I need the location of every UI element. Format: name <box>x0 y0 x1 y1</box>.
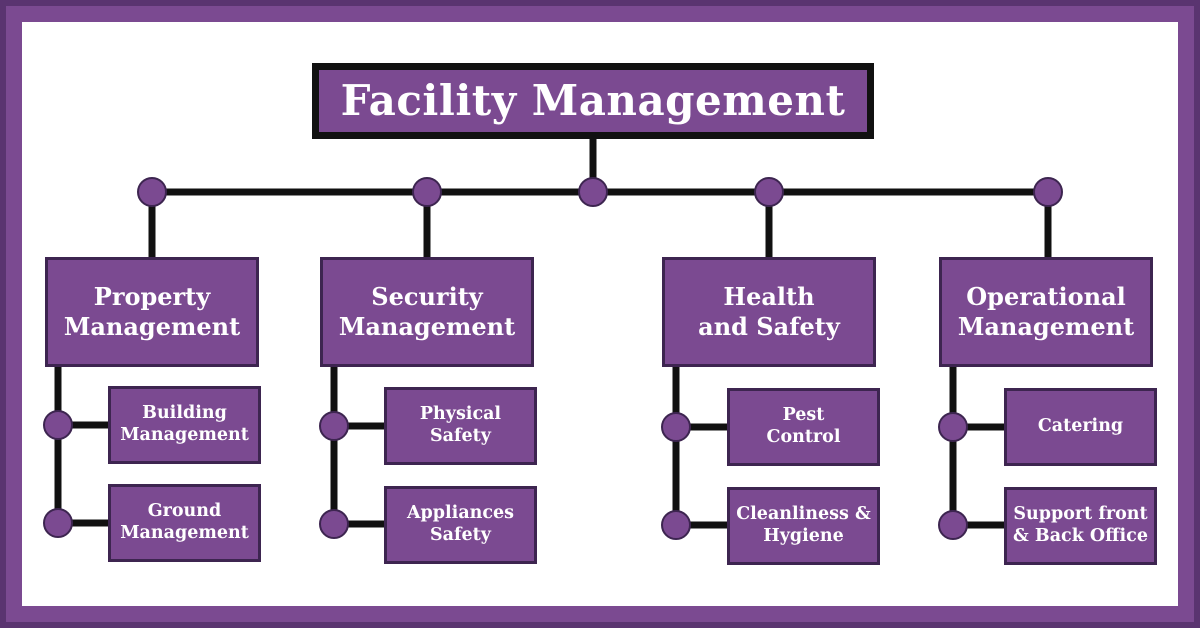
category-health-and-safety: Health and Safety <box>662 257 876 367</box>
node-dot <box>43 410 73 440</box>
category-property-management: Property Management <box>45 257 259 367</box>
diagram-title-text: Facility Management <box>340 75 846 125</box>
item-support-front-back-office: Support front & Back Office <box>1004 487 1157 565</box>
item-building-management: Building Management <box>108 386 261 464</box>
node-dot <box>412 177 442 207</box>
item-cleanliness-hygiene: Cleanliness & Hygiene <box>727 487 880 565</box>
node-dot <box>1033 177 1063 207</box>
node-dot <box>43 508 73 538</box>
node-dot <box>938 412 968 442</box>
category-operational-management: Operational Management <box>939 257 1153 367</box>
item-appliances-safety: Appliances Safety <box>384 486 537 564</box>
node-dot <box>661 510 691 540</box>
node-dot <box>319 509 349 539</box>
node-dot <box>938 510 968 540</box>
diagram-title: Facility Management <box>312 63 874 139</box>
node-dot <box>578 177 608 207</box>
node-dot <box>754 177 784 207</box>
item-physical-safety: Physical Safety <box>384 387 537 465</box>
node-dot <box>137 177 167 207</box>
node-dot <box>319 411 349 441</box>
node-dot <box>661 412 691 442</box>
item-catering: Catering <box>1004 388 1157 466</box>
item-pest-control: Pest Control <box>727 388 880 466</box>
item-ground-management: Ground Management <box>108 484 261 562</box>
category-security-management: Security Management <box>320 257 534 367</box>
